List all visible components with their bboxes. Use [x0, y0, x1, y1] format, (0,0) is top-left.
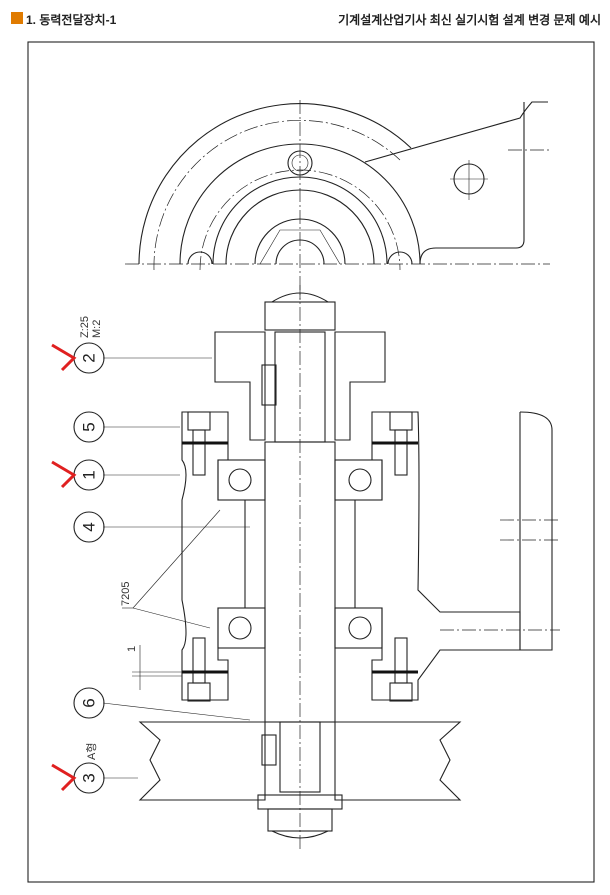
bearing-lower: [217, 607, 383, 649]
callout-3: 3: [73, 762, 105, 794]
svg-text:4: 4: [80, 522, 99, 531]
page-header: 1. 동력전달장치-1 기계설계산업기사 최신 실기시험 설계 변경 문제 예시: [0, 8, 610, 28]
section-marker: [11, 12, 23, 24]
pulley-type-label: A형: [85, 743, 98, 760]
callout-2: 2: [73, 342, 105, 374]
callout-5: 5: [73, 411, 105, 443]
callout-1: 1: [73, 459, 105, 491]
svg-text:5: 5: [80, 422, 99, 431]
section-title: 1. 동력전달장치-1: [26, 13, 117, 27]
svg-text:2: 2: [80, 353, 99, 362]
gap-dimension: 1: [126, 646, 138, 652]
gear-teeth-label: Z:25: [79, 316, 91, 338]
gear-module-label: M:2: [91, 320, 103, 338]
top-view: [125, 100, 550, 300]
bearing-upper: [217, 459, 383, 501]
drawing-frame: [27, 41, 595, 883]
callout-6: 6: [73, 687, 105, 719]
section-view: [138, 285, 560, 850]
svg-text:6: 6: [80, 698, 99, 707]
svg-text:1: 1: [80, 470, 99, 479]
red-check-markers: [51, 343, 77, 792]
bearing-label: 7205: [120, 582, 132, 606]
page-subtitle: 기계설계산업기사 최신 실기시험 설계 변경 문제 예시: [338, 13, 601, 27]
svg-text:3: 3: [80, 773, 99, 782]
callout-4: 4: [73, 511, 105, 543]
leader-lines: [102, 357, 251, 779]
